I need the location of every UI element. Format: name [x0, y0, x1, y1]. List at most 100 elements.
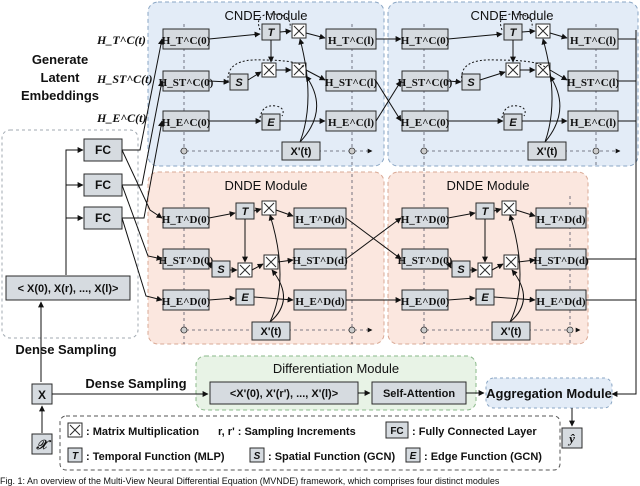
x-input-label: 𝒳: [35, 437, 51, 452]
cnde2-node-st0: H_ST^C(0): [398, 77, 453, 89]
matmul-icon: [261, 200, 277, 216]
cnde-nodes-1: [162, 28, 377, 132]
legend-matmul-text: : Matrix Multiplication: [86, 426, 199, 438]
dnde-title-1: DNDE Module: [224, 178, 307, 193]
cnde-nodes-2: [401, 28, 619, 132]
cnde-title-1: CNDE Module: [224, 8, 307, 23]
matmul-icon: [501, 200, 517, 216]
cnde2-node-el: H_E^C(l): [570, 117, 616, 129]
matmul-icon: [261, 62, 277, 78]
fc-arrows: [65, 38, 164, 302]
matmul-icon: [503, 254, 519, 270]
legend-fc-label: FC: [390, 426, 403, 437]
legend-fc-text: : Fully Connected Layer: [412, 426, 537, 438]
op-t-cnde2: T: [510, 27, 518, 39]
op-t-dnde1: T: [242, 206, 250, 218]
operator-labels: T S E T S E T S E T S E: [217, 27, 517, 304]
dnde2-node-e0: H_E^D(0): [401, 296, 450, 308]
cnde1-node-el: H_E^C(l): [328, 117, 374, 129]
dnde-title-2: DNDE Module: [446, 178, 529, 193]
op-t-cnde1: T: [268, 27, 276, 39]
cnde-title-2: CNDE Module: [470, 8, 553, 23]
dnde2-node-td: H_T^D(d): [536, 214, 586, 226]
legend-fc-box: [385, 421, 409, 439]
legend-temporal-text: : Temporal Function (MLP): [86, 451, 225, 463]
cross-module-arrows: [345, 30, 637, 397]
output-label: ŷ: [567, 431, 575, 446]
cnde1-node-t0: H_T^C(0): [162, 35, 211, 47]
dnde1-node-td: H_T^D(d): [295, 214, 345, 226]
dnde1-node-t0: H_T^D(0): [162, 214, 211, 226]
dnde1-flows: [206, 207, 294, 323]
legend-s-box: [249, 447, 265, 463]
self-attention-label: Self-Attention: [383, 388, 455, 400]
sampling-group-bg: [1, 129, 139, 339]
dnde2-node-ed: H_E^D(d): [536, 296, 586, 308]
legend-edge-text: : Edge Function (GCN): [424, 451, 542, 463]
cnde2-flows: [447, 13, 568, 143]
legend-t-box: [67, 447, 83, 463]
matmul-icon: [535, 62, 551, 78]
op-e-dnde2: E: [481, 292, 489, 304]
legend-increments-text: r, r' : Sampling Increments: [218, 426, 356, 438]
figure-caption: Fig. 1: An overview of the Multi-View Ne…: [0, 476, 500, 486]
legend-box: [59, 415, 561, 471]
diff-seq-label: <X'(0), X'(r'), ..., X'(l)>: [230, 388, 338, 400]
matmul-icon: [477, 262, 493, 278]
op-s-cnde2: S: [467, 77, 475, 89]
legend-matmul-icon: [67, 422, 83, 438]
cnde1-node-stl: H_ST^C(l): [325, 77, 378, 89]
fc-label-2: FC: [95, 178, 111, 192]
samples-box: [5, 275, 131, 301]
dnde1-node-e0: H_E^D(0): [162, 296, 211, 308]
dense-sampling-label-2: Dense Sampling: [85, 376, 186, 391]
xprime-dnde2: X'(t): [501, 326, 522, 338]
dnde2-node-std: H_ST^D(d): [533, 255, 589, 267]
embedding-label-spatial: H_ST^C(t): [96, 72, 153, 86]
dnde2-flows: [445, 207, 536, 323]
dnde2-node-st0: H_ST^D(0): [398, 255, 453, 267]
matmul-icon: [291, 62, 307, 78]
legend: : Matrix Multiplication r, r' : Sampling…: [67, 421, 542, 463]
matmul-icon: [505, 62, 521, 78]
op-t-dnde2: T: [482, 206, 490, 218]
matmul-icon: [237, 262, 253, 278]
embedding-caption-3: Embeddings: [21, 88, 99, 103]
embedding-caption-2: Latent: [41, 70, 81, 85]
fc-label-3: FC: [95, 211, 111, 225]
legend-spatial-text: : Spatial Function (GCN): [268, 451, 395, 463]
legend-e-box: [405, 447, 421, 463]
cnde2-node-e0: H_E^C(0): [401, 117, 450, 129]
op-e-cnde1: E: [267, 117, 275, 129]
legend-e-label: E: [410, 451, 417, 462]
matmul-icon: [535, 23, 551, 39]
op-s-dnde2: S: [457, 264, 465, 276]
dnde1-node-ed: H_E^D(d): [295, 296, 345, 308]
matmul-icon: [291, 23, 307, 39]
xprime-cnde2: X'(t): [537, 146, 558, 158]
xprime-cnde1: X'(t): [291, 146, 312, 158]
fc-boxes: [83, 138, 123, 230]
cnde2-node-t0: H_T^C(0): [401, 35, 450, 47]
samples-label: < X(0), X(r), ..., X(l)>: [18, 283, 119, 295]
embedding-caption-1: Generate: [32, 52, 88, 67]
cnde1-flows: [208, 13, 326, 143]
dnde-nodes-1: [162, 207, 347, 311]
dense-sampling-label-1: Dense Sampling: [15, 342, 116, 357]
op-e-dnde1: E: [241, 292, 249, 304]
fc-label-1: FC: [95, 143, 111, 157]
time-axis-dots: [180, 147, 600, 334]
x-input-box: [31, 433, 53, 455]
op-e-cnde2: E: [509, 117, 517, 129]
op-s-dnde1: S: [217, 264, 225, 276]
dnde2-node-t0: H_T^D(0): [401, 214, 450, 226]
embedding-label-edge: H_E^C(t): [96, 111, 147, 125]
cnde2-node-tl: H_T^C(l): [570, 35, 616, 47]
matmul-icon: [263, 254, 279, 270]
cnde1-node-st0: H_ST^C(0): [159, 77, 214, 89]
aggregation-box: [485, 377, 613, 409]
op-s-cnde1: S: [235, 77, 243, 89]
x-label: X: [38, 388, 46, 402]
dnde1-node-std: H_ST^D(d): [292, 255, 348, 267]
